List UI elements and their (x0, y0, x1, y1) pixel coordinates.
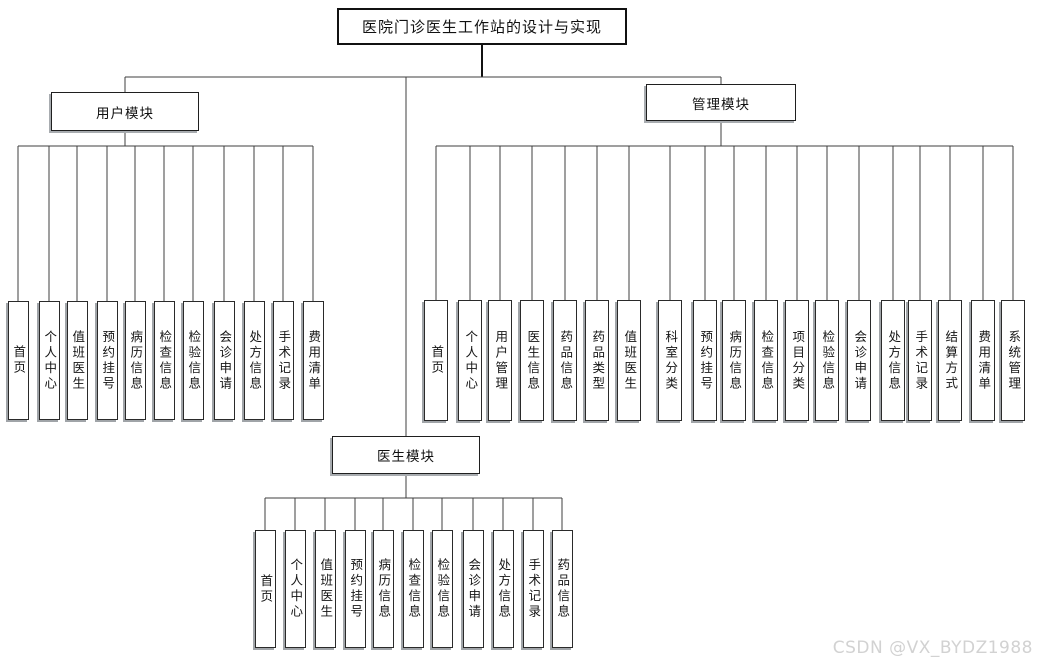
leaf-box: 结算方式 (938, 300, 962, 421)
leaf-box: 首页 (424, 300, 448, 421)
leaf-label: 值班医生 (70, 329, 86, 392)
leaf-box: 医生信息 (520, 300, 544, 421)
leaf-label: 药品类型 (590, 329, 606, 392)
leaf-box: 检查信息 (754, 300, 778, 421)
leaf-label: 会诊申请 (466, 558, 482, 620)
leaf-box: 手术记录 (522, 530, 544, 648)
leaf-label: 个人中心 (463, 329, 479, 392)
leaf-box: 会诊申请 (213, 301, 235, 420)
leaf-label: 值班医生 (318, 558, 334, 620)
module-box-admin: 管理模块 (646, 84, 796, 121)
leaf-box: 手术记录 (908, 300, 932, 421)
leaf-box: 处方信息 (243, 301, 265, 420)
leaf-label: 费用清单 (976, 329, 992, 392)
leaf-label: 首页 (429, 345, 445, 376)
leaf-label: 检验信息 (435, 558, 451, 620)
diagram-title-box: 医院门诊医生工作站的设计与实现 (337, 8, 627, 45)
leaf-box: 预约挂号 (96, 301, 118, 420)
leaf-label: 个人中心 (288, 558, 304, 620)
leaf-box: 个人中心 (38, 301, 60, 420)
leaf-box: 预约挂号 (344, 530, 366, 648)
leaf-label: 检验信息 (186, 329, 202, 392)
leaf-box: 首页 (7, 301, 29, 420)
leaf-box: 个人中心 (458, 300, 482, 421)
diagram-title: 医院门诊医生工作站的设计与实现 (361, 18, 602, 36)
leaf-label: 个人中心 (42, 329, 58, 392)
leaf-label: 费用清单 (306, 329, 322, 392)
leaf-box: 首页 (254, 530, 276, 648)
leaf-label: 药品信息 (558, 329, 574, 392)
leaf-box: 处方信息 (492, 530, 514, 648)
leaf-label: 检查信息 (406, 558, 422, 620)
leaf-box: 值班医生 (66, 301, 88, 420)
leaf-box: 值班医生 (617, 300, 641, 421)
leaf-box: 预约挂号 (693, 300, 717, 421)
leaf-box: 病历信息 (722, 300, 746, 421)
leaf-box: 手术记录 (272, 301, 294, 420)
leaf-label: 病历信息 (128, 329, 144, 392)
leaf-label: 科室分类 (663, 329, 679, 392)
watermark: CSDN @VX_BYDZ1988 (832, 638, 1033, 658)
leaf-box: 检查信息 (402, 530, 424, 648)
leaf-label: 预约挂号 (348, 558, 364, 620)
leaf-label: 结算方式 (943, 329, 959, 392)
leaf-label: 检查信息 (157, 329, 173, 392)
leaf-label: 手术记录 (913, 329, 929, 392)
leaf-label: 医生信息 (525, 329, 541, 392)
leaf-label: 处方信息 (496, 558, 512, 620)
leaf-box: 费用清单 (971, 300, 995, 421)
leaf-label: 病历信息 (376, 558, 392, 620)
leaf-label: 处方信息 (247, 329, 263, 392)
leaf-label: 值班医生 (622, 329, 638, 392)
module-box-doctor: 医生模块 (332, 436, 480, 474)
leaf-box: 费用清单 (302, 301, 324, 420)
leaf-box: 处方信息 (881, 300, 905, 421)
leaf-label: 处方信息 (886, 329, 902, 392)
leaf-label: 首页 (258, 573, 274, 605)
leaf-box: 病历信息 (124, 301, 146, 420)
leaf-box: 用户管理 (488, 300, 512, 421)
leaf-label: 药品信息 (555, 558, 571, 620)
leaf-label: 检验信息 (820, 329, 836, 392)
leaf-box: 检查信息 (153, 301, 175, 420)
leaf-label: 首页 (11, 345, 27, 376)
leaf-label: 会诊申请 (852, 329, 868, 392)
leaf-box: 检验信息 (815, 300, 839, 421)
leaf-label: 手术记录 (276, 329, 292, 392)
leaf-box: 病历信息 (372, 530, 394, 648)
leaf-box: 检验信息 (182, 301, 204, 420)
module-label-user: 用户模块 (96, 105, 154, 122)
leaf-box: 会诊申请 (462, 530, 484, 648)
leaf-label: 病历信息 (727, 329, 743, 392)
leaf-box: 药品信息 (551, 530, 573, 648)
leaf-box: 值班医生 (314, 530, 336, 648)
leaf-box: 项目分类 (785, 300, 809, 421)
leaf-box: 系统管理 (1001, 300, 1025, 421)
leaf-box: 药品类型 (585, 300, 609, 421)
leaf-label: 预约挂号 (698, 329, 714, 392)
leaf-label: 系统管理 (1006, 329, 1022, 392)
leaf-label: 项目分类 (790, 329, 806, 392)
leaf-box: 科室分类 (658, 300, 682, 421)
leaf-label: 会诊申请 (217, 329, 233, 392)
leaf-label: 检查信息 (759, 329, 775, 392)
module-label-admin: 管理模块 (692, 96, 750, 113)
leaf-label: 手术记录 (526, 558, 542, 620)
leaf-box: 检验信息 (431, 530, 453, 648)
module-box-user: 用户模块 (51, 92, 199, 131)
leaf-box: 个人中心 (284, 530, 306, 648)
leaf-box: 会诊申请 (847, 300, 871, 421)
leaf-label: 用户管理 (493, 329, 509, 392)
leaf-box: 药品信息 (553, 300, 577, 421)
leaf-label: 预约挂号 (100, 329, 116, 392)
module-label-doctor: 医生模块 (377, 449, 435, 465)
